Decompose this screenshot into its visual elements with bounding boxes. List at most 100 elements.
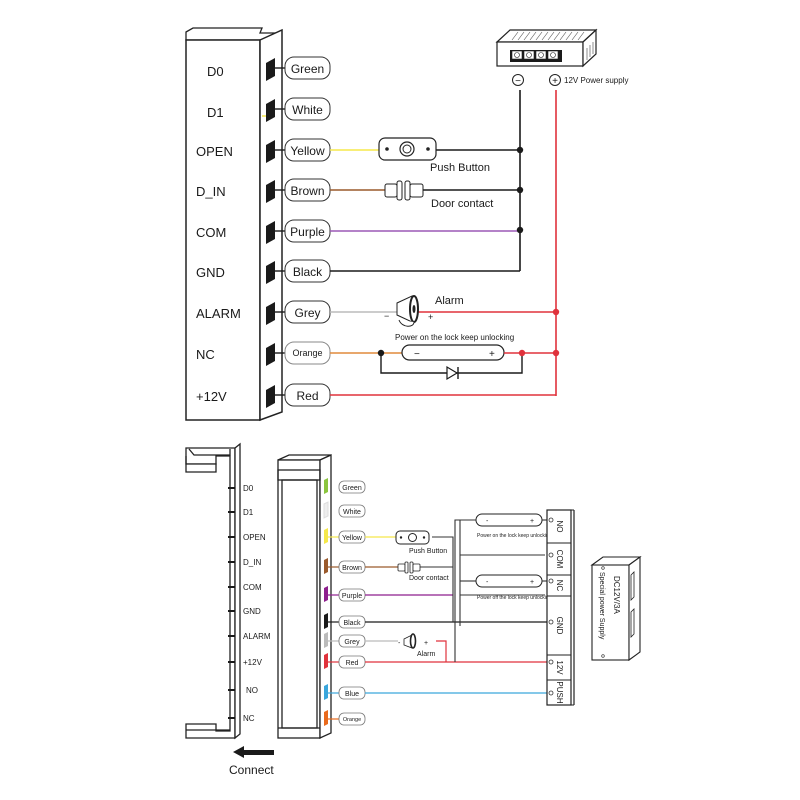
terminal-screw-icon [548,619,554,625]
psu-label: 12V Power supply [564,76,628,85]
connector-pin [266,261,275,284]
bottom-connector-brown [324,558,328,574]
controller-terminal-gnd: GND [555,617,564,635]
wire-label-black: Black [293,265,323,279]
connector-pin [266,180,275,203]
bottom-alarm-plus: + [424,640,428,647]
bottom-alarm-minus: - [398,640,401,647]
diode-icon [446,365,459,381]
bottom-wire-label-blue: Blue [345,691,359,698]
controller-terminal-no: NO [555,521,564,533]
psu-side-face [582,28,597,68]
wire-label-yellow: Yellow [290,144,325,158]
bottom-lock-circuits [454,519,547,662]
wire-label-brown: Brown [290,184,324,198]
bottom-push-button-label: Push Button [409,548,447,555]
alarm-plus-sign: + [428,312,433,322]
bottom-connector-blue [324,684,328,700]
bottom-connector-green [324,478,328,494]
pin-label-d0: D0 [207,64,224,79]
controller-terminal-12v: 12V [555,660,564,675]
psu-rating-label: DC12V/3A [612,576,621,614]
wire-label-grey: Grey [294,306,320,320]
door-contact-label: Door contact [431,198,493,210]
bottom-wire-label-red: Red [346,660,359,667]
bottom-wire-label-grey: Grey [344,639,360,646]
bottom-pin-label-gnd: GND [243,607,261,616]
lock-label: Power on the lock keep unlocking [395,333,514,342]
bottom-lock2-minus: - [486,579,489,586]
bottom-wire-label-green: Green [342,485,362,492]
connector-pin [266,140,275,163]
top-wires [262,115,556,396]
bottom-pin-label-d-in: D_IN [243,558,261,567]
bottom-connector-white [323,501,329,519]
pin-label-12v: +12V [196,389,227,404]
pin-label-alarm: ALARM [196,306,241,321]
bottom-connector-yellow [324,528,328,544]
bottom-pin-label-open: OPEN [243,533,266,542]
junction-dot [518,349,526,357]
wire-label-green: Green [291,62,324,76]
terminal-screw-icon [548,517,554,523]
bottom-connector-orange [324,710,328,726]
bottom-connector-black [324,613,328,629]
pin-label-com: COM [196,225,226,240]
top-connectors: GreenWhiteYellowBrownPurpleBlackGreyOran… [266,56,331,408]
wire-label-pill [284,56,331,80]
pin-label-nc: NC [196,347,215,362]
bottom-lock1-label: Power on the lock keep unlocking [477,533,552,539]
bottom-lock1-device [475,513,543,527]
bottom-alarm-label: Alarm [417,651,435,658]
bottom-connector-red [324,653,328,669]
controller-terminal-com: COM [555,550,564,569]
bottom-wires: GreenWhiteYellowBrownPurpleBlackGreyRedB… [323,478,547,726]
junction-dot [552,308,560,316]
reader-front-face [185,39,261,421]
bottom-connector-grey [324,632,328,648]
bottom-push-return [432,536,454,622]
pin-label-d-in: D_IN [196,184,226,199]
terminal-screw-icon [548,578,554,584]
psu-minus-terminal-icon [512,74,524,86]
connect-arrow-icon [233,746,274,758]
bottom-lock2-device [475,574,543,588]
wire-label-white: White [292,103,323,117]
bottom-pin-label-nc: NC [243,714,255,723]
dc-power-supply-box: DC12V/3A Special power Supply [590,555,642,662]
controller-terminal-push: PUSH [555,681,564,703]
bottom-wire-label-pill [338,712,366,726]
push-button-label: Push Button [430,162,490,174]
top-reader-unit [185,27,283,422]
controller-terminal-nc: NC [555,580,564,592]
wire-label-red: Red [296,389,318,403]
bottom-door-contact-device [397,561,421,574]
pin-label-gnd: GND [196,265,225,280]
bottom-base-plate [185,442,241,740]
lock-plus-sign: + [489,349,495,360]
connector-pin [266,58,275,81]
psu-plus-sign: + [552,76,558,87]
bottom-pin-label-d1: D1 [243,508,254,517]
bottom-wire-label-white: White [343,509,361,516]
bottom-pin-label-no: NO [246,686,258,695]
bottom-pin-label-12v: +12V [243,658,263,667]
bottom-wire-label-orange: Orange [343,717,361,723]
psu-plus-terminal-icon [549,74,561,86]
bottom-lock1-minus: - [486,518,489,525]
alarm-minus-sign: − [384,311,389,321]
connector-pin [266,99,275,122]
pin-label-d1: D1 [207,105,224,120]
bottom-alarm-positive [436,640,447,662]
terminal-screw-icon [548,659,554,665]
terminal-screw-icon [548,690,554,696]
connector-pin [266,302,275,325]
psu-minus-sign: − [515,76,521,87]
bottom-pin-label-com: COM [243,583,262,592]
connector-pin [266,221,275,244]
controller-terminal-strip [546,509,575,706]
push-button-device [378,137,437,161]
junction-dot [516,146,524,154]
